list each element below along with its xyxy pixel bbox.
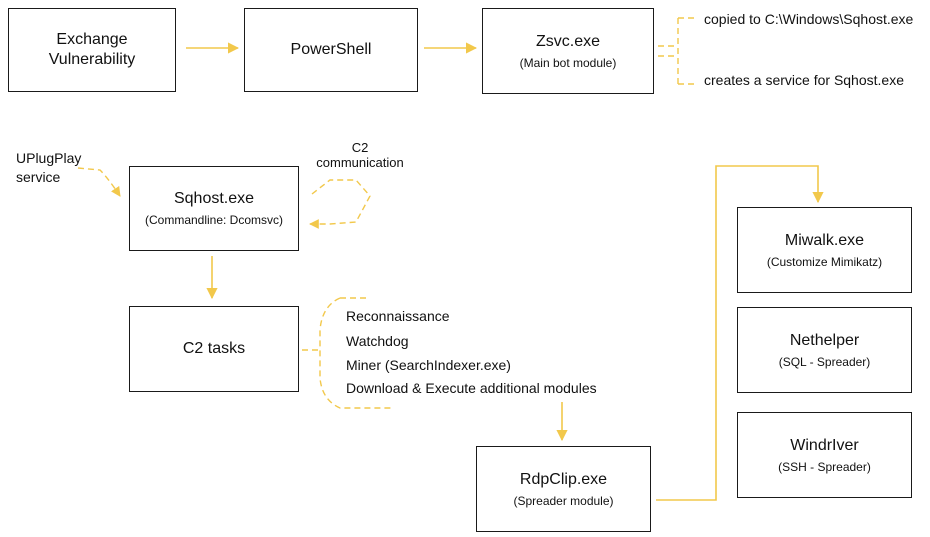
task-item: Miner (SearchIndexer.exe) xyxy=(346,357,511,373)
creates-service-annotation: creates a service for Sqhost.exe xyxy=(704,72,904,88)
node-title: RdpClip.exe xyxy=(519,470,608,488)
nethelper-node: Nethelper (SQL - Spreader) xyxy=(737,307,912,393)
task-item: Download & Execute additional modules xyxy=(346,380,597,396)
zsvc-node: Zsvc.exe (Main bot module) xyxy=(482,8,654,94)
exchange-vulnerability-node: Exchange Vulnerability xyxy=(8,8,176,92)
node-title: Sqhost.exe xyxy=(173,190,255,207)
task-item: Reconnaissance xyxy=(346,308,450,324)
c2-tasks-node: C2 tasks xyxy=(129,306,299,392)
uplugplay-label-line1: UPlugPlay xyxy=(16,150,82,166)
node-subtitle: (Spreader module) xyxy=(513,493,614,508)
node-title: C2 tasks xyxy=(182,340,246,357)
rdpclip-node: RdpClip.exe (Spreader module) xyxy=(476,446,651,532)
c2-communication-label-line1: C2 xyxy=(351,140,369,155)
c2-communication-label-line2: communication xyxy=(316,155,404,170)
dashed-c2-communication-loop xyxy=(309,179,371,229)
task-item: Watchdog xyxy=(346,333,409,349)
node-subtitle: (SSH - Spreader) xyxy=(778,459,871,474)
node-subtitle: (SQL - Spreader) xyxy=(778,354,871,369)
node-title: Zsvc.exe xyxy=(535,32,600,50)
node-subtitle: (Main bot module) xyxy=(519,55,617,70)
copied-to-annotation: copied to C:\Windows\Sqhost.exe xyxy=(704,11,914,27)
arrow-rdpclip-to-spreaders xyxy=(656,165,824,501)
windriver-node: WindrIver (SSH - Spreader) xyxy=(737,412,912,498)
powershell-node: PowerShell xyxy=(244,8,418,92)
node-title: Nethelper xyxy=(789,331,860,349)
dashed-c2tasks-branches xyxy=(302,297,392,409)
node-title: PowerShell xyxy=(290,41,372,58)
node-title: WindrIver xyxy=(790,436,859,454)
dashed-uplugplay-to-sqhost xyxy=(77,167,121,197)
miwalk-node: Miwalk.exe (Customize Mimikatz) xyxy=(737,207,912,293)
node-subtitle: (Commandline: Dcomsvc) xyxy=(144,213,284,227)
node-title: Exchange xyxy=(56,31,128,48)
uplugplay-label-line2: service xyxy=(16,169,61,185)
node-title: Vulnerability xyxy=(48,51,136,68)
node-title: Miwalk.exe xyxy=(784,231,865,249)
sqhost-node: Sqhost.exe (Commandline: Dcomsvc) xyxy=(129,166,299,251)
node-subtitle: (Customize Mimikatz) xyxy=(766,254,883,269)
dashed-zsvc-branches xyxy=(658,17,698,85)
